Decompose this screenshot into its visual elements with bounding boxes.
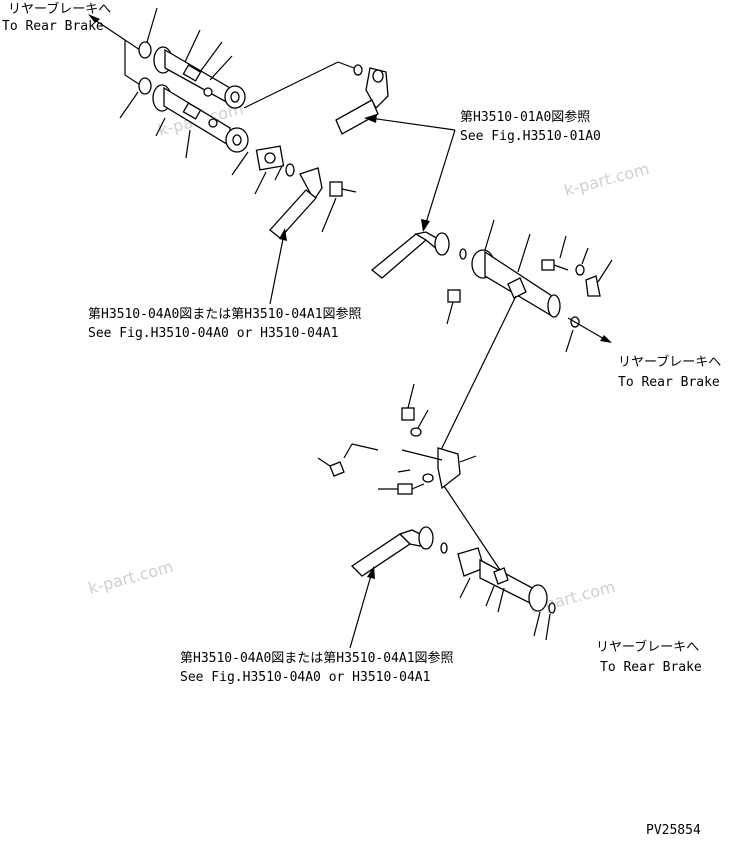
rear-brake-label-en: To Rear Brake	[618, 375, 720, 390]
o-ring	[138, 41, 152, 59]
ref-top-jp: 第H3510-01A0図参照	[460, 109, 590, 125]
watermark: k-part.com	[562, 159, 651, 200]
reference-callout-bottom: 第H3510-04A0図または第H3510-04A1図参照 See Fig.H3…	[180, 566, 454, 685]
watermark: k-part.com	[86, 557, 175, 598]
rear-brake-label-en: To Rear Brake	[2, 19, 104, 34]
ref-mid-en: See Fig.H3510-04A0 or H3510-04A1	[88, 326, 338, 341]
o-ring	[138, 77, 152, 95]
to-rear-brake-top-left: リヤーブレーキへ To Rear Brake	[2, 1, 111, 34]
to-rear-brake-mid-right: リヤーブレーキへ To Rear Brake	[618, 354, 721, 390]
rear-brake-label-jp: リヤーブレーキへ	[618, 354, 721, 370]
bracket-assembly	[317, 383, 501, 571]
rear-brake-label-jp: リヤーブレーキへ	[596, 639, 699, 655]
reference-callout-top: 第H3510-01A0図参照 See Fig.H3510-01A0	[364, 109, 601, 232]
middle-right-tube-assembly	[370, 219, 613, 453]
figure-code: PV25854	[646, 823, 701, 838]
top-hose-coupling	[243, 61, 389, 135]
ref-top-en: See Fig.H3510-01A0	[460, 129, 601, 144]
ref-mid-jp: 第H3510-04A0図または第H3510-04A1図参照	[88, 306, 362, 322]
to-rear-brake-bottom-right: リヤーブレーキへ To Rear Brake	[596, 639, 702, 675]
rear-brake-label-en: To Rear Brake	[600, 660, 702, 675]
ref-bot-en: See Fig.H3510-04A0 or H3510-04A1	[180, 670, 430, 685]
reference-callout-mid: 第H3510-04A0図または第H3510-04A1図参照 See Fig.H3…	[88, 228, 362, 341]
top-left-tube-assembly	[88, 7, 357, 239]
ref-bot-jp: 第H3510-04A0図または第H3510-04A1図参照	[180, 650, 454, 666]
lower-tube-assembly	[350, 526, 556, 641]
rear-brake-label-jp: リヤーブレーキへ	[8, 1, 111, 17]
